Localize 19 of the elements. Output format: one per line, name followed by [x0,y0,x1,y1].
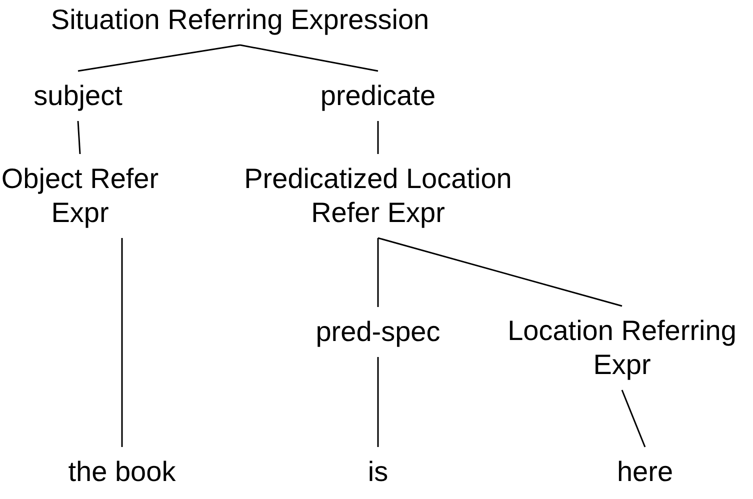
tree-node-label: Location Referring Expr [506,314,738,382]
tree-branch-line [378,237,622,307]
tree-node-label: predicate [320,79,436,113]
tree-branch-line [377,121,379,154]
tree-branch-line [621,390,646,448]
tree-node-label: subject [34,79,122,113]
tree-branch-line [377,238,379,307]
tree-node-label: the book [68,455,176,489]
tree-node-label: pred-spec [316,315,440,349]
tree-node-label: Situation Referring Expression [50,3,430,37]
tree-branch-line [240,44,378,72]
tree-branch-line [78,44,240,72]
tree-branch-line [377,357,379,447]
tree-branch-line [77,120,81,154]
tree-node-label: Object Refer Expr [0,162,160,230]
tree-node-label: here [616,455,674,489]
tree-node-label: is [368,455,388,489]
tree-node-label: Predicatized Location Refer Expr [243,162,513,230]
tree-branch-line [121,238,123,447]
